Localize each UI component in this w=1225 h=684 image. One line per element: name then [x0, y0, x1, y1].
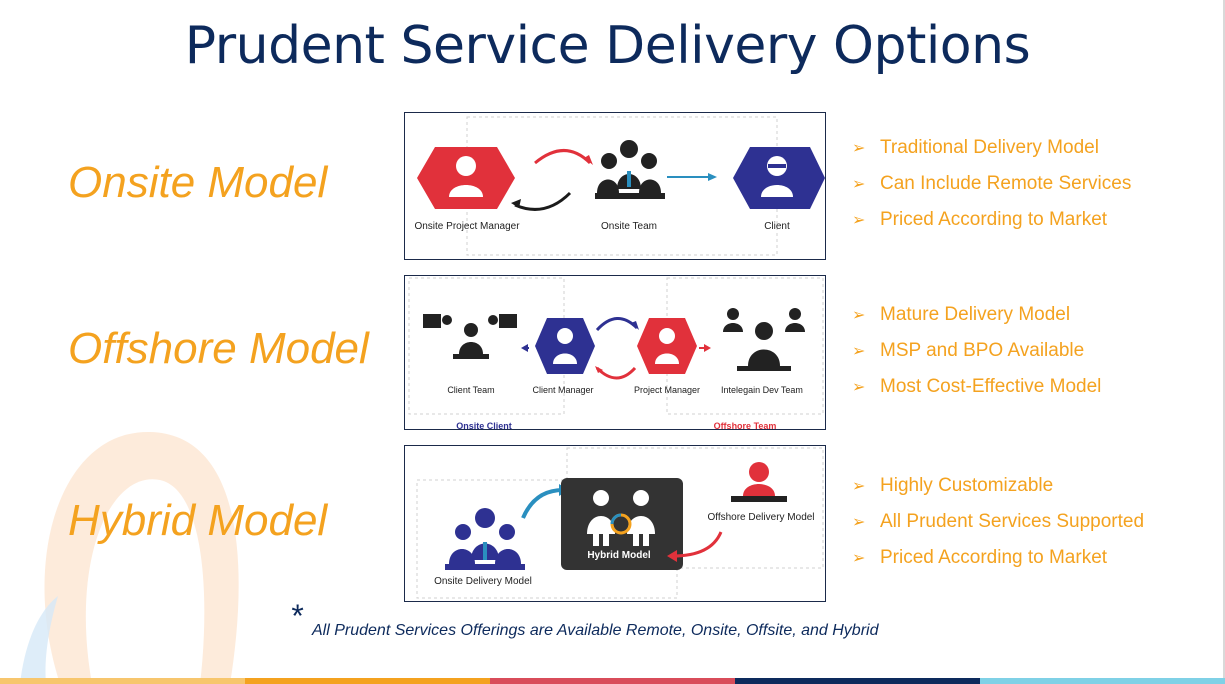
bar-segment	[980, 678, 1225, 684]
arrowhead-bullet-icon: ➢	[852, 379, 866, 396]
caption-offshore-delivery: Offshore Delivery Model	[707, 512, 814, 523]
hybrid-model-icon	[561, 478, 683, 570]
arrowhead-bullet-icon: ➢	[852, 307, 866, 324]
onsite-model-label: Onsite Model	[68, 158, 328, 207]
bullet-text: All Prudent Services Supported	[880, 511, 1145, 532]
group-onsite-client: Onsite Client	[456, 421, 512, 429]
project-manager-icon	[637, 318, 697, 374]
footnote-asterisk: *	[290, 598, 303, 634]
bar-segment	[735, 678, 980, 684]
arrowhead-bullet-icon: ➢	[852, 550, 866, 567]
bullet-text: Priced According to Market	[880, 209, 1108, 230]
offshore-diagram: Client Team Client Manager Project Manag…	[404, 275, 826, 430]
footnote-text: All Prudent Services Offerings are Avail…	[312, 622, 879, 639]
bullet-text: Most Cost-Effective Model	[880, 376, 1102, 397]
bullet-item: ➢ Priced According to Market	[852, 202, 1131, 238]
bullet-text: Highly Customizable	[880, 475, 1054, 496]
caption-onsite-team: Onsite Team	[601, 221, 657, 232]
bar-segment	[490, 678, 735, 684]
bullet-item: ➢ All Prudent Services Supported	[852, 504, 1144, 540]
bottom-color-bar	[0, 678, 1225, 684]
arrowhead-bullet-icon: ➢	[852, 514, 866, 531]
group-offshore-team: Offshore Team	[714, 421, 777, 429]
bullet-text: Mature Delivery Model	[880, 304, 1071, 325]
bullet-text: Can Include Remote Services	[880, 173, 1132, 194]
caption-project-manager: Project Manager	[634, 385, 700, 395]
onsite-diagram: Onsite Project Manager Onsite Team Clien…	[404, 112, 826, 260]
bullet-item: ➢ Priced According to Market	[852, 540, 1144, 576]
hybrid-bullets: ➢ Highly Customizable ➢ All Prudent Servic…	[852, 468, 1144, 576]
offshore-bullets: ➢ Mature Delivery Model ➢ MSP and BPO Avai…	[852, 297, 1101, 405]
slide-edge	[1223, 0, 1225, 684]
caption-hybrid-model: Hybrid Model	[587, 550, 651, 561]
bullet-item: ➢ MSP and BPO Available	[852, 333, 1101, 369]
background-swirl	[20, 431, 239, 684]
caption-client: Client	[764, 221, 790, 232]
hybrid-diagram: Onsite Delivery Model Hybrid Model Offsh…	[404, 445, 826, 602]
onsite-delivery-icon	[445, 508, 525, 570]
bullet-item: ➢ Traditional Delivery Model	[852, 130, 1131, 166]
bar-segment	[0, 678, 245, 684]
bar-segment	[245, 678, 490, 684]
project-manager-icon	[417, 147, 515, 209]
caption-client-manager: Client Manager	[532, 385, 593, 395]
client-team-icon	[423, 314, 517, 359]
page-title: Prudent Service Delivery Options	[184, 16, 1031, 76]
caption-dev-team: Intelegain Dev Team	[721, 385, 803, 395]
arrowhead-bullet-icon: ➢	[852, 478, 866, 495]
caption-onsite-delivery: Onsite Delivery Model	[434, 576, 532, 587]
arrowhead-bullet-icon: ➢	[852, 343, 866, 360]
arrowhead-bullet-icon: ➢	[852, 140, 866, 157]
bullet-text: MSP and BPO Available	[880, 340, 1085, 361]
bullet-item: ➢ Can Include Remote Services	[852, 166, 1131, 202]
arrowhead-bullet-icon: ➢	[852, 176, 866, 193]
onsite-bullets: ➢ Traditional Delivery Model ➢ Can Include…	[852, 130, 1131, 238]
bullet-text: Priced According to Market	[880, 547, 1108, 568]
onsite-team-icon	[595, 140, 665, 199]
caption-onsite-project-manager: Onsite Project Manager	[414, 221, 520, 232]
bullet-item: ➢ Mature Delivery Model	[852, 297, 1101, 333]
dev-team-icon	[723, 308, 805, 371]
bullet-text: Traditional Delivery Model	[880, 137, 1099, 158]
offshore-model-label: Offshore Model	[68, 324, 369, 373]
client-icon	[733, 147, 825, 209]
caption-client-team: Client Team	[447, 385, 494, 395]
offshore-delivery-icon	[731, 462, 787, 502]
bullet-item: ➢ Highly Customizable	[852, 468, 1144, 504]
hybrid-model-label: Hybrid Model	[68, 496, 328, 545]
bullet-item: ➢ Most Cost-Effective Model	[852, 369, 1101, 405]
client-manager-icon	[535, 318, 595, 374]
arrowhead-bullet-icon: ➢	[852, 212, 866, 229]
